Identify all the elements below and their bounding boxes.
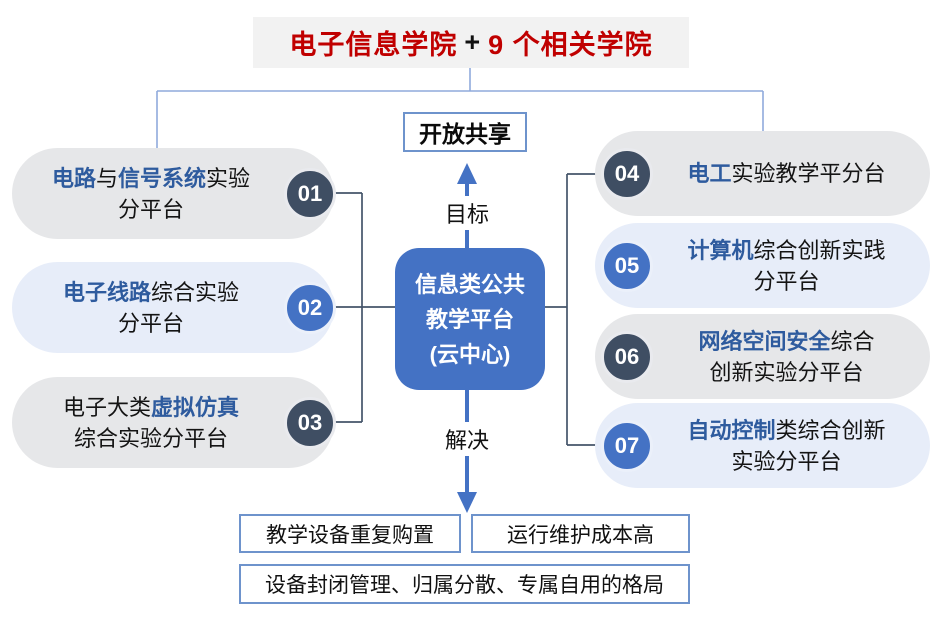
platform-item-05-label: 计算机综合创新实践分平台 — [687, 237, 886, 294]
platform-item-02-badge: 02 — [284, 281, 336, 334]
hub-line-2: 教学平台 — [425, 306, 514, 332]
platform-item-03-label: 电子大类虚拟仿真综合实验分平台 — [62, 394, 240, 451]
platform-item-04-badge: 04 — [601, 147, 653, 200]
goal-box: 开放共享 — [403, 112, 527, 152]
header-title-part1: 电子信息学院 — [289, 30, 458, 60]
platform-item-07-badge: 07 — [601, 419, 653, 472]
problem-box-3: 设备封闭管理、归属分散、专属自用的格局 — [239, 564, 690, 604]
hub-line-3: (云中心) — [429, 341, 511, 367]
header-title-plus: + — [464, 27, 482, 57]
platform-item-04: 04 电工实验教学平分台 — [595, 131, 930, 216]
platform-item-05: 05 计算机综合创新实践分平台 — [595, 223, 930, 308]
platform-item-06-label: 网络空间安全综合创新实验分平台 — [698, 328, 875, 385]
platform-item-02: 电子线路综合实验分平台 02 — [12, 262, 336, 353]
center-hub-box: 信息类公共 教学平台 (云中心) — [395, 248, 545, 390]
platform-item-06-badge: 06 — [601, 330, 653, 383]
platform-item-03-badge: 03 — [284, 396, 336, 449]
platform-item-06: 06 网络空间安全综合创新实验分平台 — [595, 314, 930, 399]
platform-item-03: 电子大类虚拟仿真综合实验分平台 03 — [12, 377, 336, 468]
solve-arrow-label: 解决 — [438, 422, 496, 456]
platform-item-01-label: 电路与信号系统实验分平台 — [51, 165, 251, 222]
problem-box-1: 教学设备重复购置 — [239, 514, 461, 553]
platform-item-07-label: 自动控制类综合创新实验分平台 — [687, 417, 886, 474]
platform-item-07: 07 自动控制类综合创新实验分平台 — [595, 403, 930, 488]
platform-item-01-badge: 01 — [284, 167, 336, 220]
problem-box-2: 运行维护成本高 — [471, 514, 690, 553]
platform-item-04-label: 电工实验教学平分台 — [687, 161, 886, 186]
goal-arrow-label: 目标 — [438, 196, 496, 230]
platform-item-02-label: 电子线路综合实验分平台 — [62, 279, 240, 336]
header-title-part2: 9 个相关学院 — [488, 30, 653, 60]
hub-line-1: 信息类公共 — [414, 271, 525, 297]
platform-item-05-badge: 05 — [601, 239, 653, 292]
platform-item-01: 电路与信号系统实验分平台 01 — [12, 148, 336, 239]
header-title: 电子信息学院 + 9 个相关学院 — [253, 17, 689, 68]
